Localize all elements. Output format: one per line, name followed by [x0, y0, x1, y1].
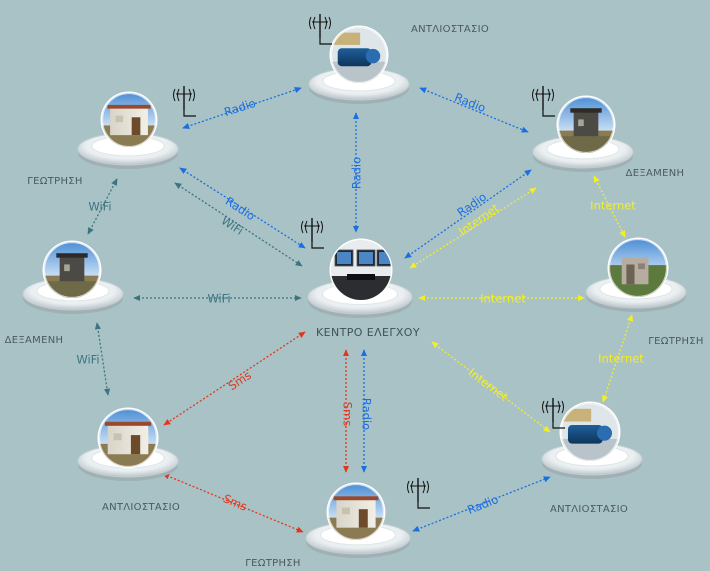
node-label-tr: ΔΕΞΑΜΕΝΗ — [626, 168, 685, 179]
link-ml-bl — [94, 322, 111, 396]
link-tl-top — [182, 87, 302, 129]
node-top — [308, 14, 410, 104]
node-label-mr: ΓΕΩΤΡΗΣΗ — [648, 336, 703, 347]
node-label-ml: ΔΕΞΑΜΕΝΗ — [5, 335, 64, 346]
link-tl-center-wifi — [174, 182, 303, 267]
link-label-ml-center: WiFi — [207, 292, 230, 306]
link-label-tl-ml: WiFi — [88, 200, 111, 214]
pedestal-tl — [77, 132, 179, 169]
node-bl — [77, 407, 179, 481]
link-top-tr — [419, 87, 529, 133]
node-control-center — [301, 218, 413, 318]
link-label-center-mr: Internet — [480, 292, 526, 306]
link-label-center-br: Internet — [466, 365, 511, 404]
photo-ml — [44, 242, 100, 298]
node-label-bl: ΑΝΤΛΙΟΣΤΑΣΙΟ — [102, 502, 180, 513]
node-ml — [22, 240, 124, 314]
photo-bl — [99, 409, 157, 467]
link-label-top-center: Radio — [350, 157, 364, 189]
photo-br — [561, 403, 619, 461]
antenna-icon — [309, 14, 332, 45]
node-label-bottom: ΓΕΩΤΡΗΣΗ — [245, 558, 300, 569]
link-label-bl-bottom: Sms — [221, 491, 249, 513]
link-bottom-br — [412, 476, 551, 532]
link-tr-mr — [593, 175, 626, 238]
antenna-icon — [407, 478, 430, 509]
link-bl-bottom — [162, 473, 304, 533]
node-mr — [585, 237, 687, 312]
antenna-icon — [542, 398, 565, 429]
antenna-icon — [173, 86, 196, 117]
photo-mr — [609, 239, 667, 297]
control-center-label: ΚΕΝΤΡΟ ΕΛΕΓΧΟΥ — [316, 326, 420, 339]
node-label-top: ΑΝΤΛΙΟΣΤΑΣΙΟ — [411, 24, 489, 35]
photo-top — [331, 27, 387, 83]
link-label-bottom-br: Radio — [465, 492, 500, 517]
photo-tl — [102, 93, 156, 147]
link-label-tr-mr: Internet — [590, 199, 636, 213]
photo-bottom — [328, 484, 384, 540]
link-center-bl — [163, 331, 306, 426]
node-tl — [77, 86, 196, 169]
link-center-br — [431, 341, 551, 433]
photo-tr — [558, 97, 614, 153]
link-label-top-tr: Radio — [453, 90, 488, 115]
link-tl-center-radio — [179, 167, 306, 249]
link-label-center-bottom-radio: Radio — [360, 398, 374, 430]
node-label-br: ΑΝΤΛΙΟΣΤΑΣΙΟ — [550, 504, 628, 515]
link-label-center-bottom-sms: Sms — [341, 402, 355, 427]
link-label-mr-br: Internet — [598, 352, 644, 366]
node-br — [541, 398, 643, 479]
link-mr-br — [602, 314, 633, 403]
link-label-center-bl: Sms — [226, 368, 254, 393]
links-layer — [87, 87, 633, 533]
control-center-screens — [331, 240, 391, 300]
node-label-tl: ΓΕΩΤΡΗΣΗ — [27, 176, 82, 187]
node-tr — [532, 86, 634, 172]
link-tr-center-internet — [409, 187, 537, 269]
node-bottom — [305, 478, 430, 558]
antenna-icon — [301, 218, 324, 249]
link-label-tl-top: Radio — [222, 96, 257, 119]
antenna-icon — [532, 86, 555, 117]
link-label-ml-bl: WiFi — [76, 353, 99, 367]
nodes-layer — [22, 14, 687, 558]
